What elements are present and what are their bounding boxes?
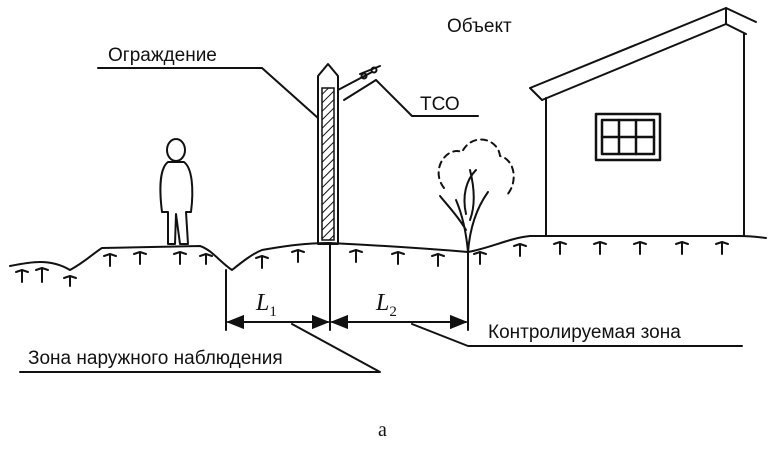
dimension-verticals	[225, 243, 469, 331]
fence-label: Ограждение	[108, 45, 217, 66]
object-label: Объект	[447, 16, 512, 37]
figure-letter: а	[378, 419, 387, 441]
ground-line	[9, 235, 767, 271]
house-object	[529, 7, 757, 237]
tso-label: ТСО	[420, 94, 460, 115]
sensor-icon	[337, 65, 381, 101]
leader-lines	[19, 67, 743, 373]
outer-zone-label: Зона наружного наблюдения	[28, 348, 283, 369]
house-window	[594, 112, 662, 162]
l1-label: L1	[255, 290, 277, 320]
outer-zone-leader	[19, 323, 381, 373]
l2-label: L2	[375, 290, 397, 320]
tso-leader	[375, 79, 479, 117]
grass-tufts	[15, 241, 729, 287]
fence-post	[317, 63, 339, 245]
controlled-zone-leader	[411, 323, 743, 347]
fence-leader	[97, 67, 319, 119]
bush-icon	[437, 138, 515, 253]
person-icon	[159, 138, 194, 245]
controlled-zone-label: Контролируемая зона	[488, 322, 681, 343]
